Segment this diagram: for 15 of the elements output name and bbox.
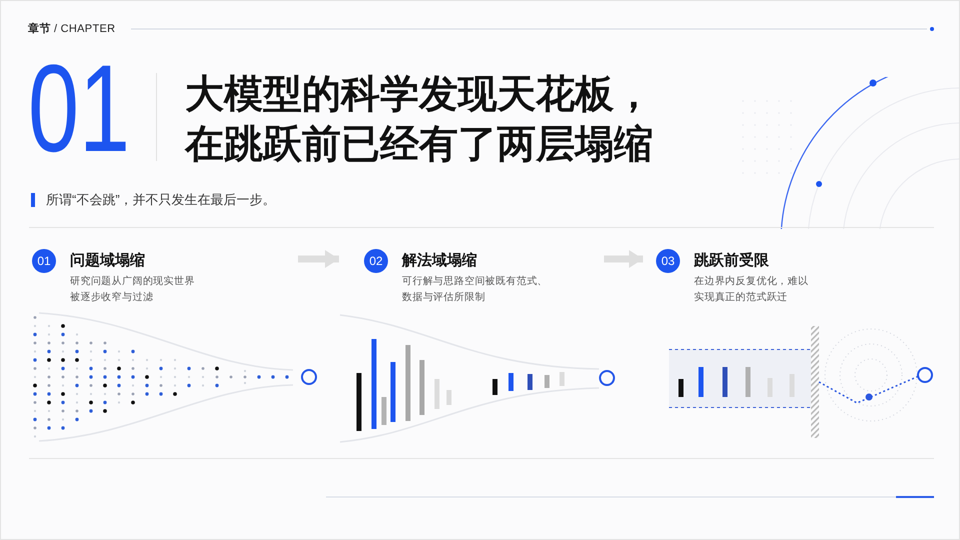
step-heading: 跳跃前受限	[694, 252, 769, 270]
section-label: 章节 / CHAPTER	[28, 22, 116, 36]
step-description: 研究问题从广阔的现实世界被逐步收窄与过滤	[70, 274, 196, 305]
step-heading: 解法域塌缩	[402, 252, 477, 270]
step-number: 02	[364, 249, 388, 273]
step-number: 01	[32, 249, 56, 273]
subtitle-text: 所谓“不会跳”，并不只发生在最后一步。	[46, 192, 276, 208]
step-heading: 问题域塌缩	[70, 252, 145, 270]
arrow	[298, 250, 339, 268]
step-description: 在边界内反复优化，难以实现真正的范式跃迁	[694, 274, 810, 305]
arrow	[604, 250, 643, 268]
step-description: 可行解与思路空间被既有范式、数据与评估所限制	[402, 274, 549, 305]
slide-title: 大模型的科学发现天花板，在跳跃前已经有了两层塌缩	[185, 72, 654, 168]
step-number: 03	[656, 249, 680, 273]
chapter-number: 01	[28, 47, 130, 171]
